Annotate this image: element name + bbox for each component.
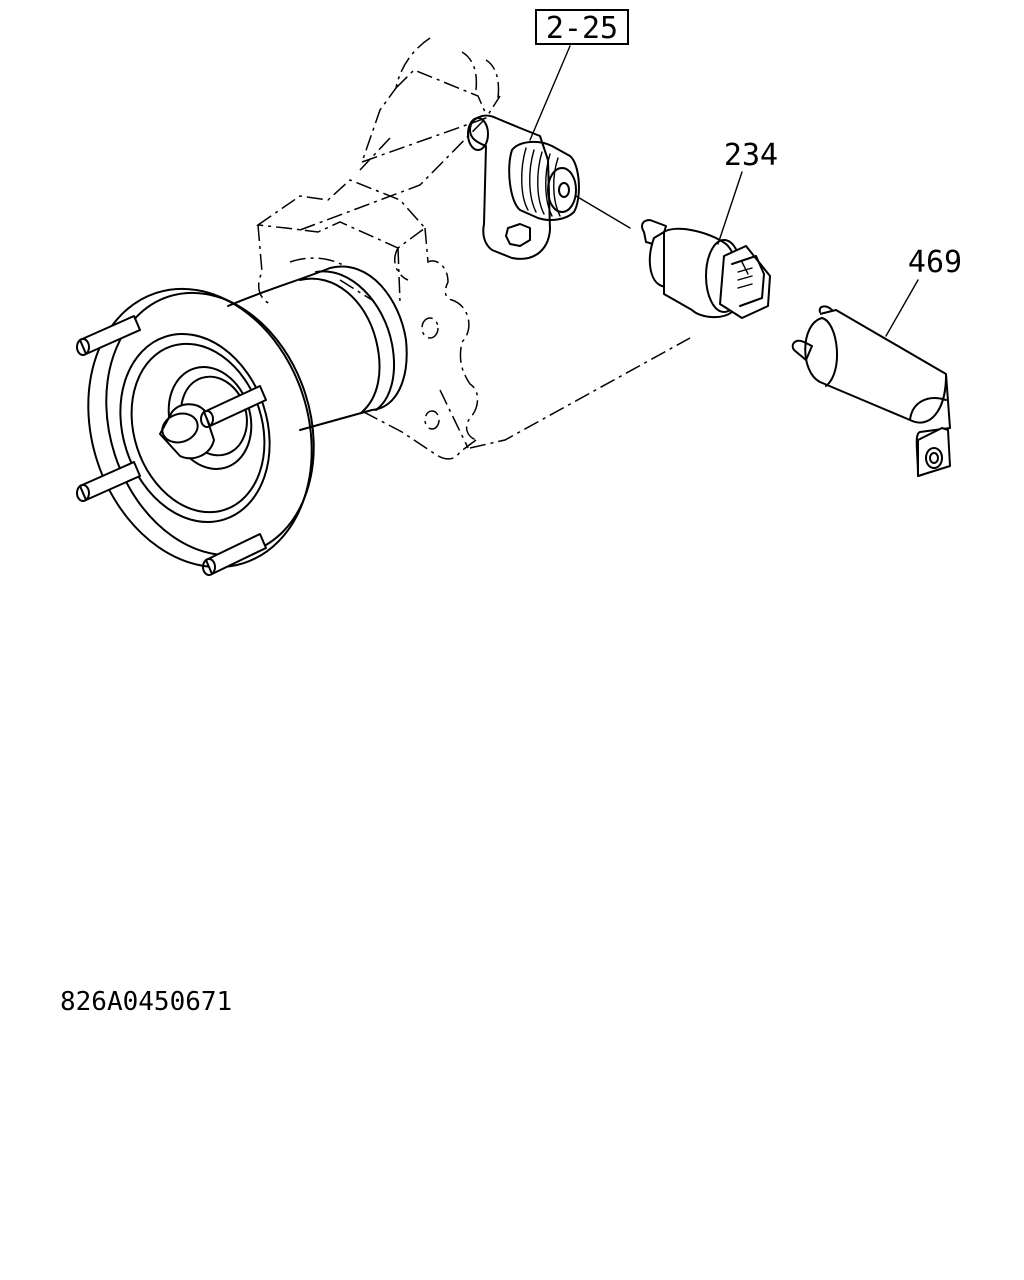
pump-body	[255, 179, 479, 460]
ref-box-frame	[535, 9, 629, 45]
pressure-sensor	[641, 219, 771, 319]
sensor-boss	[467, 114, 631, 260]
drawing-number: 826A0450671	[60, 987, 232, 1017]
part-callout-234[interactable]: 234	[724, 138, 778, 173]
flange-studs	[76, 315, 267, 576]
leader-lines	[529, 45, 919, 337]
phantom-housing	[299, 37, 691, 449]
sensor-cover	[791, 305, 951, 477]
ref-callout-2-25[interactable]: 2-25	[546, 11, 618, 46]
drive-flange	[76, 265, 408, 576]
part-callout-469[interactable]: 469	[908, 245, 962, 280]
